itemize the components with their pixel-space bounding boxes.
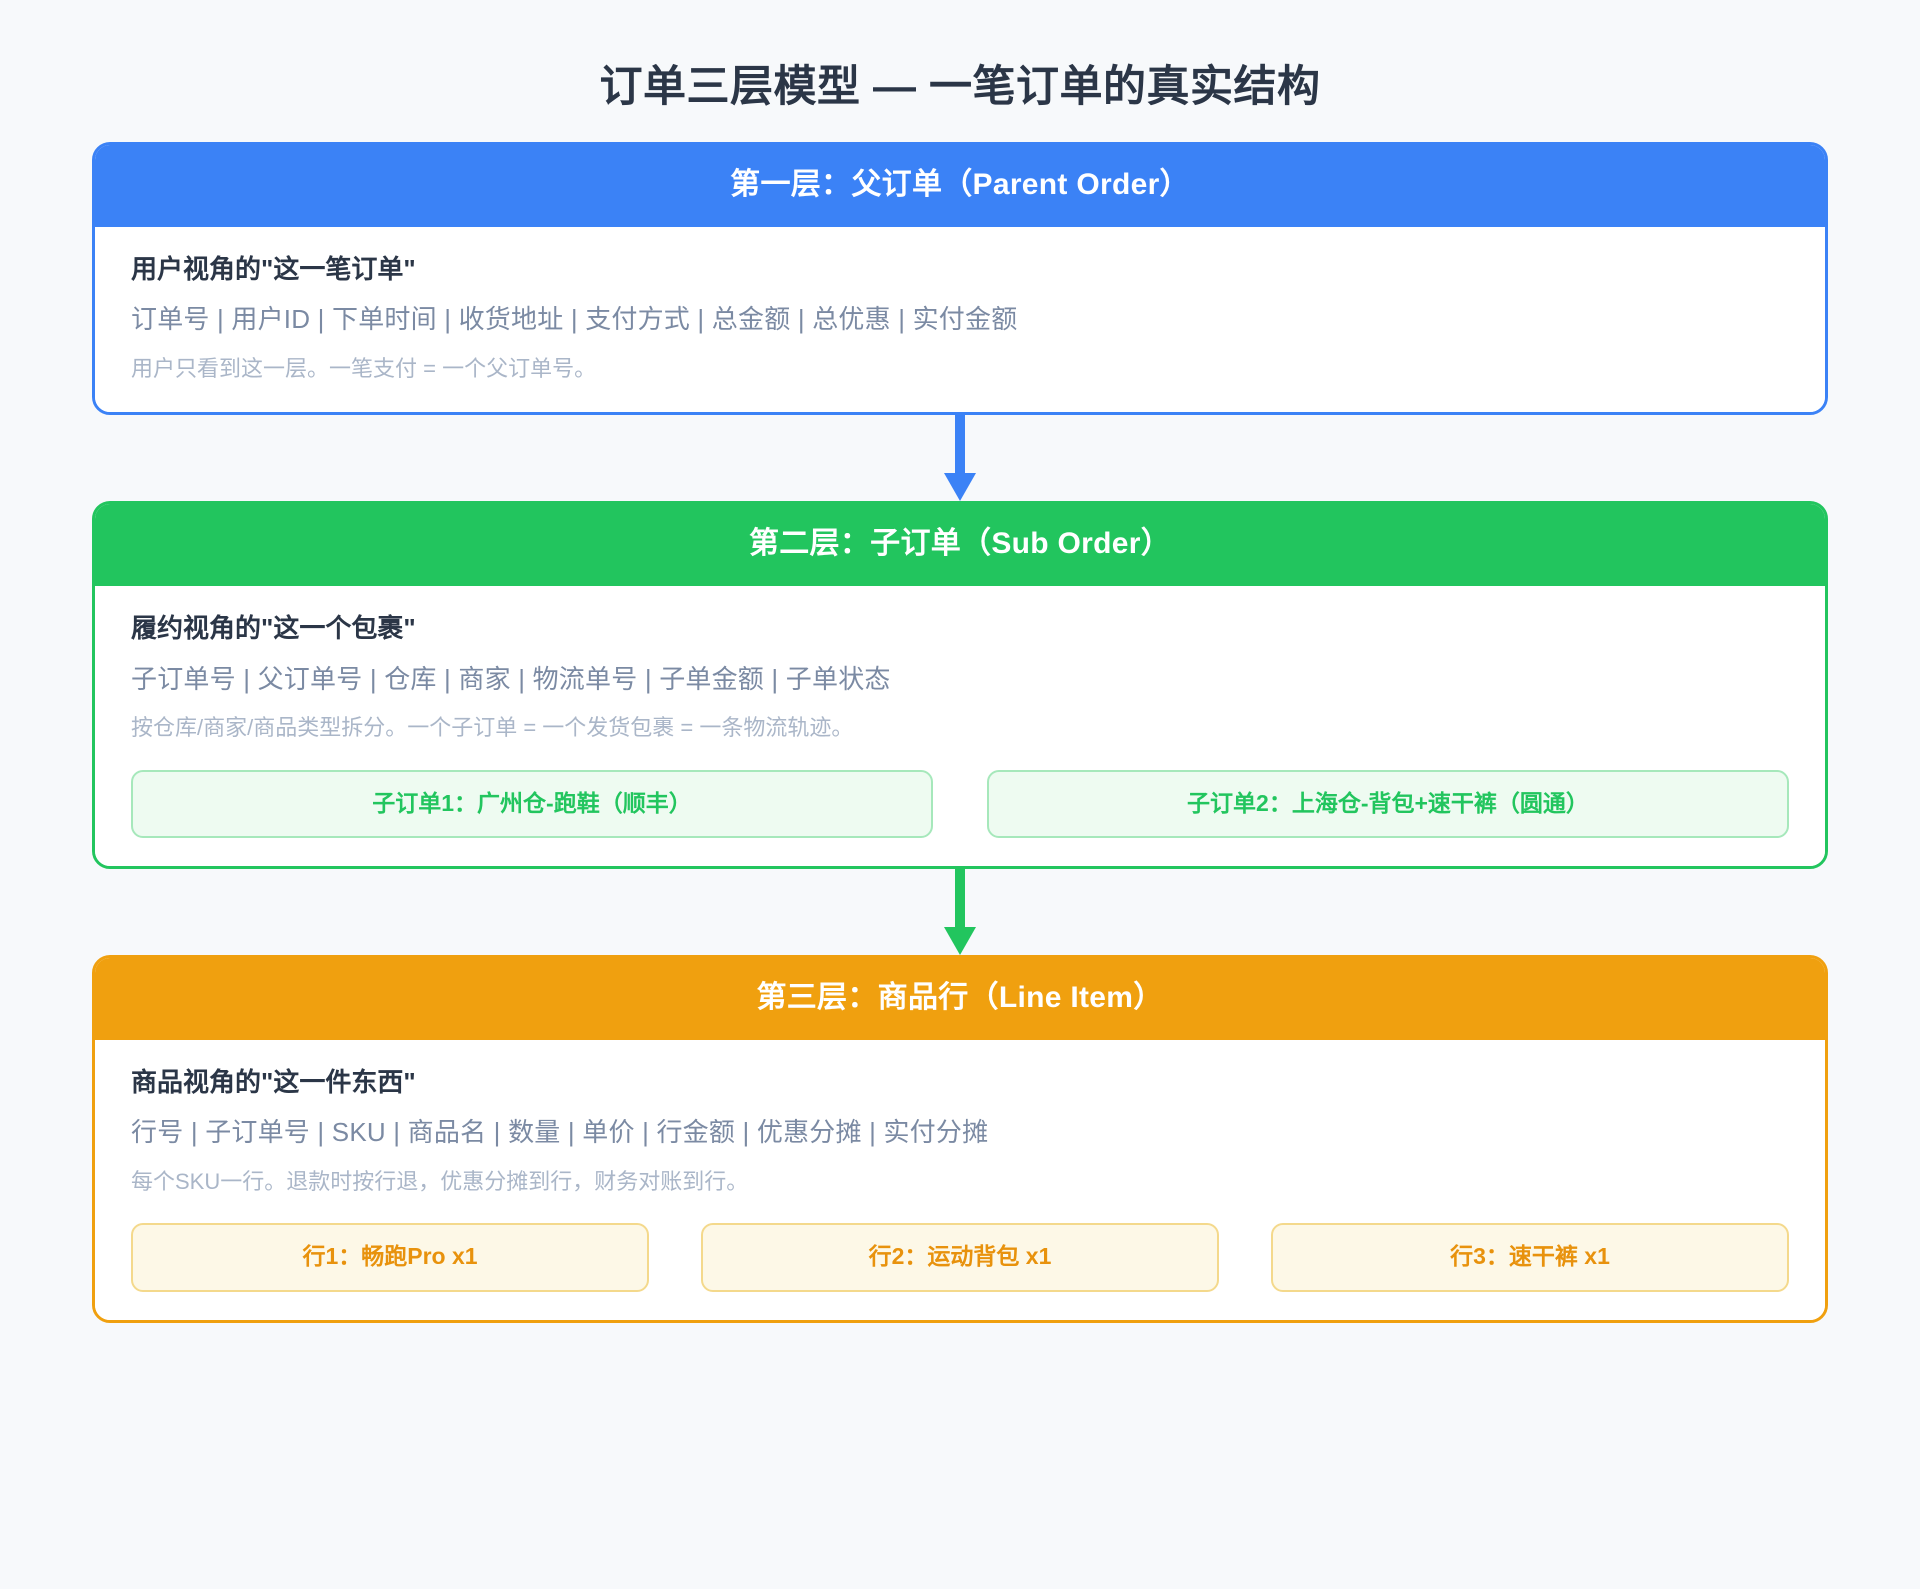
layer-body-parent-order: 用户视角的"这一笔订单" 订单号 | 用户ID | 下单时间 | 收货地址 | … [95,226,1825,413]
line-item-chip-2[interactable]: 行2：运动背包 x1 [701,1223,1219,1292]
layer-fields-line-item: 行号 | 子订单号 | SKU | 商品名 | 数量 | 单价 | 行金额 | … [131,1117,989,1148]
layer-body-title-line-item: 商品视角的"这一件东西" [131,1066,416,1097]
layer-panel-parent-order: 第一层：父订单（Parent Order） 用户视角的"这一笔订单" 订单号 |… [92,142,1828,416]
layer-body-title-parent-order: 用户视角的"这一笔订单" [131,253,416,284]
layer-header-line-item: 第三层：商品行（Line Item） [95,958,1825,1040]
layer-note-sub-order: 按仓库/商家/商品类型拆分。一个子订单 = 一个发货包裹 = 一条物流轨迹。 [131,714,854,740]
connector-parent-to-sub [92,415,1828,502]
sub-order-chip-list: 子订单1：广州仓-跑鞋（顺丰） 子订单2：上海仓-背包+速干裤（圆通） [131,769,1789,839]
layer-panel-line-item: 第三层：商品行（Line Item） 商品视角的"这一件东西" 行号 | 子订单… [92,955,1828,1323]
layer-body-line-item: 商品视角的"这一件东西" 行号 | 子订单号 | SKU | 商品名 | 数量 … [95,1039,1825,1320]
layer-fields-parent-order: 订单号 | 用户ID | 下单时间 | 收货地址 | 支付方式 | 总金额 | … [131,304,1018,335]
connector-sub-to-line [92,869,1828,956]
layer-header-parent-order: 第一层：父订单（Parent Order） [95,145,1825,227]
line-item-chip-1[interactable]: 行1：畅跑Pro x1 [131,1223,649,1292]
layer-note-line-item: 每个SKU一行。退款时按行退，优惠分摊到行，财务对账到行。 [131,1168,749,1194]
layer-note-parent-order: 用户只看到这一层。一笔支付 = 一个父订单号。 [131,355,597,381]
arrow-down-icon [944,869,976,956]
layer-fields-sub-order: 子订单号 | 父订单号 | 仓库 | 商家 | 物流单号 | 子单金额 | 子单… [131,663,891,694]
layer-body-title-sub-order: 履约视角的"这一个包裹" [131,612,416,643]
arrow-down-icon [944,415,976,502]
line-item-chip-3[interactable]: 行3：速干裤 x1 [1271,1223,1789,1292]
layer-header-sub-order: 第二层：子订单（Sub Order） [95,504,1825,586]
page-title: 订单三层模型 — 一笔订单的真实结构 [599,62,1321,111]
layer-body-sub-order: 履约视角的"这一个包裹" 子订单号 | 父订单号 | 仓库 | 商家 | 物流单… [95,585,1825,867]
diagram-page: 订单三层模型 — 一笔订单的真实结构 第一层：父订单（Parent Order）… [0,29,1920,1589]
sub-order-chip-1[interactable]: 子订单1：广州仓-跑鞋（顺丰） [131,769,933,839]
layer-panel-sub-order: 第二层：子订单（Sub Order） 履约视角的"这一个包裹" 子订单号 | 父… [92,501,1828,870]
line-item-chip-list: 行1：畅跑Pro x1 行2：运动背包 x1 行3：速干裤 x1 [131,1223,1789,1292]
sub-order-chip-2[interactable]: 子订单2：上海仓-背包+速干裤（圆通） [987,769,1789,839]
